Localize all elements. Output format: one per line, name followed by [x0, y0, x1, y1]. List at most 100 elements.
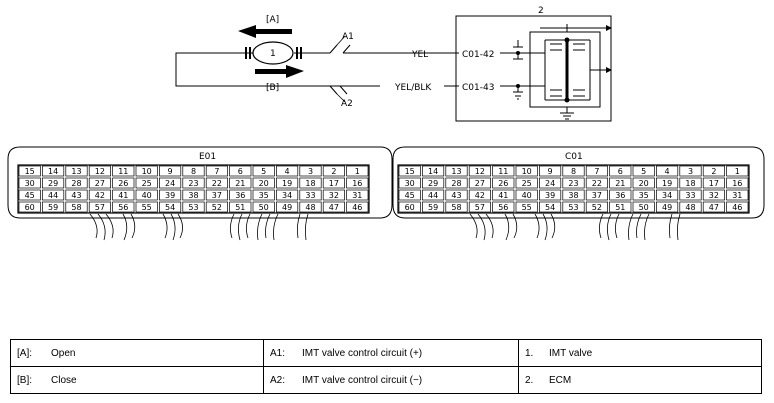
pin-cell: [322, 165, 345, 177]
pin-number: 43: [71, 191, 81, 200]
pin-cell: [205, 177, 228, 189]
pin-cell: [515, 201, 538, 213]
pin-number: 9: [548, 167, 553, 176]
pin-number: 15: [25, 167, 35, 176]
legend-key: [B]:: [17, 374, 33, 386]
pin-cell: [609, 177, 632, 189]
pin-cell: [88, 189, 111, 201]
pin-cell: [322, 189, 345, 201]
pin-number: 38: [568, 191, 578, 200]
pin-number: 47: [329, 203, 339, 212]
pin-cell: [346, 165, 369, 177]
pin-cell: [632, 189, 655, 201]
pin-cell: [346, 201, 369, 213]
legend-text: ECM: [549, 374, 572, 386]
pin-number: 53: [568, 203, 578, 212]
pin-number: 51: [615, 203, 625, 212]
legend-text: IMT valve control circuit (+): [302, 347, 423, 359]
pin-cell: [252, 165, 275, 177]
pin-number: 37: [592, 191, 602, 200]
output-arrow-icon: [606, 25, 612, 31]
pin-cell: [468, 177, 491, 189]
pin-number: 9: [168, 167, 173, 176]
pin-number: 54: [165, 203, 175, 212]
pin-cell: [702, 165, 725, 177]
pin-number: 4: [285, 167, 290, 176]
tag-open: [A]: [266, 15, 279, 25]
pin-cell: [18, 201, 41, 213]
pin-number: 34: [662, 191, 672, 200]
harness-wires: [89, 213, 681, 241]
pin-cell: [492, 177, 515, 189]
pin-number: 2: [331, 167, 336, 176]
legend-key: 1.: [525, 347, 534, 359]
pin-cell: [422, 189, 445, 201]
close-arrow-icon: [255, 65, 304, 78]
pin-number: 47: [709, 203, 719, 212]
pin-number: 2: [711, 167, 716, 176]
pin-cell: [539, 165, 562, 177]
pin-cell: [42, 201, 65, 213]
pin-number: 39: [165, 191, 175, 200]
pin-cell: [299, 165, 322, 177]
pin-number: 48: [305, 203, 315, 212]
pin-number: 42: [475, 191, 485, 200]
pin-number: 56: [498, 203, 508, 212]
pin-cell: [135, 189, 158, 201]
pin-number: 42: [95, 191, 105, 200]
pin-cell: [182, 189, 205, 201]
pin-cell: [276, 201, 299, 213]
pin-number: 6: [238, 167, 243, 176]
legend-table: [A]:Open A1:IMT valve control circuit (+…: [10, 339, 762, 394]
pin-number: 17: [709, 179, 719, 188]
pin-number: 5: [261, 167, 266, 176]
pin-number: 35: [639, 191, 649, 200]
pin-cell: [726, 165, 749, 177]
pin-cell: [346, 177, 369, 189]
pin-number: 23: [568, 179, 578, 188]
pin-number: 14: [428, 167, 438, 176]
pin-number: 19: [662, 179, 672, 188]
pin-number: 58: [451, 203, 461, 212]
pin-number: 40: [522, 191, 532, 200]
pin-number: 1: [735, 167, 740, 176]
pin-number: 35: [259, 191, 269, 200]
pin-number: 18: [305, 179, 315, 188]
pin-cell: [112, 165, 135, 177]
pin-number: 12: [475, 167, 485, 176]
pin-number: 58: [71, 203, 81, 212]
pin-number: 27: [95, 179, 105, 188]
pin-cell: [112, 189, 135, 201]
pin-number: 60: [405, 203, 415, 212]
pin-cell: [445, 165, 468, 177]
pin-number: 51: [235, 203, 245, 212]
legend-text: IMT valve control circuit (−): [302, 374, 423, 386]
pin-cell: [515, 189, 538, 201]
pin-cell: [135, 165, 158, 177]
pin-cell: [159, 177, 182, 189]
pin-number: 17: [329, 179, 339, 188]
motor-symbol: [252, 41, 294, 65]
pin-number: 33: [305, 191, 315, 200]
pin-number: 55: [522, 203, 532, 212]
pin-number: 57: [475, 203, 485, 212]
pin-cell: [252, 177, 275, 189]
pin-cell: [398, 177, 421, 189]
pin-cell: [539, 189, 562, 201]
pin-number: 11: [118, 167, 128, 176]
pin-number: 36: [235, 191, 245, 200]
pin-cell: [252, 189, 275, 201]
pin-cell: [252, 201, 275, 213]
pin-number: 26: [118, 179, 128, 188]
pin-cell: [135, 201, 158, 213]
pin-cell: [229, 201, 252, 213]
pin-number: 33: [685, 191, 695, 200]
pin-number: 16: [732, 179, 742, 188]
pin-cell: [398, 189, 421, 201]
pin-cell: [656, 165, 679, 177]
legend-key: 2.: [525, 374, 534, 386]
pin-number: 29: [48, 179, 58, 188]
pin-cell: [609, 189, 632, 201]
pin-cell: [585, 165, 608, 177]
